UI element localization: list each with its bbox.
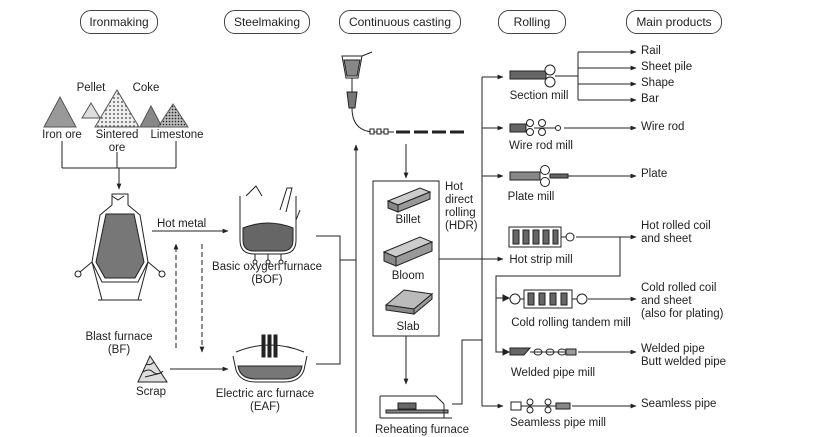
label-billet: Billet: [395, 214, 421, 226]
label-reheating-furnace: Reheating furnace: [375, 424, 469, 436]
bloom-icon: [382, 236, 434, 267]
label-scrap: Scrap: [135, 386, 167, 398]
header-steelmaking: Steelmaking: [224, 10, 310, 34]
slab-icon: [384, 289, 434, 316]
label-section-mill: Section mill: [509, 90, 569, 102]
label-sintered-ore: Sintered ore: [95, 129, 139, 154]
product-shape: Shape: [641, 77, 675, 89]
cold-rolling-tandem-mill-icon: [509, 289, 588, 309]
welded-pipe-mill-icon: [509, 347, 577, 356]
billet-icon: [386, 187, 432, 213]
header-rolling: Rolling: [498, 10, 566, 34]
plate-mill-icon: [509, 165, 569, 187]
blast-furnace-icon: [74, 193, 166, 301]
label-hot-direct-rolling: Hot direct rolling (HDR): [445, 181, 478, 232]
label-pellet: Pellet: [76, 82, 106, 94]
label-welded-pipe-mill: Welded pipe mill: [510, 367, 596, 379]
section-mill-icon: [509, 64, 568, 88]
limestone-pile-icon: [157, 103, 189, 128]
label-hot-metal: Hot metal: [157, 218, 207, 230]
label-eaf: Electric arc furnace (EAF): [215, 388, 315, 413]
label-bloom: Bloom: [391, 270, 425, 282]
product-bar: Bar: [641, 93, 659, 105]
product-seamless-pipe: Seamless pipe: [641, 398, 717, 410]
bof-icon: [239, 185, 301, 265]
hot-strip-mill-icon: [508, 226, 575, 248]
coke-pile-icon: [139, 104, 163, 128]
label-wire-rod-mill: Wire rod mill: [509, 140, 573, 152]
label-cold-rolling-tandem-mill: Cold rolling tandem mill: [511, 317, 631, 329]
product-wire-rod: Wire rod: [641, 121, 685, 133]
pellet-pile-icon: [81, 102, 101, 119]
eaf-icon: [232, 334, 308, 383]
label-hot-strip-mill: Hot strip mill: [509, 254, 573, 266]
product-cold-rolled: Cold rolled coil and sheet (also for pla…: [641, 282, 724, 320]
label-slab: Slab: [396, 321, 420, 333]
label-blast-furnace: Blast furnace (BF): [85, 331, 153, 356]
label-plate-mill: Plate mill: [507, 191, 555, 203]
product-sheet-pile: Sheet pile: [641, 61, 693, 73]
seamless-pipe-mill-icon: [510, 398, 571, 414]
sintered-ore-pile-icon: [94, 89, 140, 128]
label-bof: Basic oxygen furnace (BOF): [212, 261, 322, 286]
header-main-products: Main products: [626, 10, 722, 34]
product-welded-pipe: Welded pipe Butt welded pipe: [641, 343, 727, 368]
label-iron-ore: Iron ore: [42, 129, 82, 141]
header-ironmaking: Ironmaking: [80, 10, 158, 34]
header-continuous-casting: Continuous casting: [339, 10, 461, 34]
product-hot-rolled: Hot rolled coil and sheet: [641, 220, 711, 245]
iron-ore-pile-icon: [43, 95, 77, 128]
label-coke: Coke: [132, 82, 160, 94]
product-rail: Rail: [641, 45, 661, 57]
label-seamless-pipe-mill: Seamless pipe mill: [510, 417, 606, 429]
wire-rod-mill-icon: [509, 119, 561, 136]
reheating-furnace-icon: [379, 395, 452, 419]
continuous-caster-icon: [341, 51, 464, 135]
label-limestone: Limestone: [150, 129, 204, 141]
product-plate: Plate: [641, 168, 668, 180]
scrap-pile-icon: [137, 354, 168, 383]
